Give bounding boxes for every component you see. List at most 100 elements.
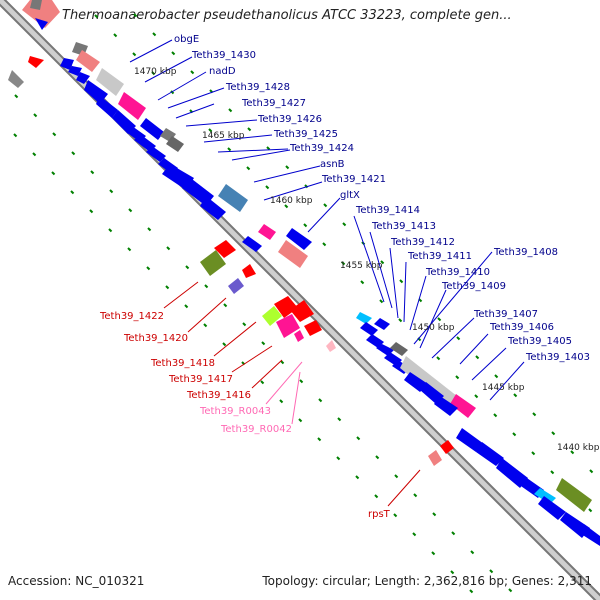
gene-glyph[interactable]: [60, 58, 74, 70]
gene-glyph[interactable]: [538, 496, 566, 520]
guide-dot: [437, 317, 442, 322]
guide-dot: [166, 246, 171, 251]
gene-glyph[interactable]: [476, 442, 504, 466]
gene-glyph[interactable]: [556, 478, 592, 512]
gene-glyph[interactable]: [76, 50, 100, 72]
gene-label[interactable]: Teth39_1426: [257, 114, 322, 125]
gene-glyph[interactable]: [304, 320, 322, 336]
guide-dot: [474, 394, 479, 399]
guide-dot: [204, 284, 209, 289]
gene-glyph[interactable]: [166, 136, 184, 152]
guide-dot: [165, 285, 170, 290]
gene-glyph[interactable]: [242, 264, 256, 278]
guide-dot: [127, 247, 132, 252]
gene-label[interactable]: Teth39_1403: [525, 352, 590, 363]
gene-glyph[interactable]: [456, 428, 484, 452]
gene-glyph[interactable]: [8, 70, 24, 88]
guide-dot: [412, 532, 417, 537]
gene-label[interactable]: Teth39_1428: [225, 82, 290, 93]
gene-glyph[interactable]: [200, 196, 226, 220]
guide-dot: [242, 322, 247, 327]
gene-glyph[interactable]: [326, 340, 336, 352]
guide-dot: [190, 70, 195, 75]
gene-glyph[interactable]: [146, 146, 166, 162]
gene-glyph[interactable]: [276, 314, 300, 338]
gene-label[interactable]: Teth39_1422: [99, 311, 164, 322]
gene-label[interactable]: Teth39_1410: [425, 267, 490, 278]
guide-dot: [475, 355, 480, 360]
gene-glyph[interactable]: [450, 394, 476, 418]
gene-label[interactable]: Teth39_1425: [273, 129, 338, 140]
gene-glyph[interactable]: [35, 18, 48, 30]
gene-label[interactable]: Teth39_1411: [407, 251, 472, 262]
guide-dot: [399, 279, 404, 284]
gene-label[interactable]: Teth39_1421: [321, 174, 386, 185]
guide-dot: [284, 204, 289, 209]
gene-label[interactable]: Teth39_1405: [507, 336, 572, 347]
guide-dot: [185, 265, 190, 270]
gene-glyph[interactable]: [390, 342, 408, 356]
gene-glyph[interactable]: [274, 296, 298, 318]
gene-glyph[interactable]: [434, 396, 458, 416]
gene-glyph[interactable]: [218, 184, 248, 212]
gene-glyph[interactable]: [96, 68, 124, 96]
gene-label[interactable]: Teth39_1408: [493, 247, 558, 258]
gene-glyph[interactable]: [214, 240, 236, 258]
gene-label[interactable]: Teth39_1413: [371, 221, 436, 232]
gene-glyph[interactable]: [28, 56, 44, 68]
guide-dot: [70, 190, 75, 195]
gene-glyph[interactable]: [242, 236, 262, 252]
gene-glyph[interactable]: [400, 356, 462, 412]
gene-glyph[interactable]: [366, 334, 384, 348]
gene-label[interactable]: Teth39_1424: [289, 143, 354, 154]
gene-glyph[interactable]: [96, 96, 118, 118]
gene-label[interactable]: Teth39_1412: [390, 237, 455, 248]
guide-dot: [317, 437, 322, 442]
gene-glyph[interactable]: [428, 450, 442, 466]
gene-glyph[interactable]: [374, 318, 390, 330]
gene-glyph[interactable]: [360, 322, 378, 336]
gene-glyph[interactable]: [496, 458, 528, 488]
gene-label[interactable]: Teth39_1414: [355, 205, 420, 216]
gene-label[interactable]: obgE: [174, 34, 199, 45]
gene-glyph[interactable]: [534, 488, 556, 504]
gene-glyph[interactable]: [228, 278, 244, 294]
gene-label[interactable]: Teth39_1420: [123, 333, 188, 344]
gene-glyph[interactable]: [68, 66, 82, 76]
gene-label[interactable]: Teth39_1418: [150, 358, 215, 369]
gene-glyph[interactable]: [440, 440, 454, 454]
gene-glyph[interactable]: [294, 330, 304, 342]
gene-glyph[interactable]: [404, 372, 428, 392]
guide-dot: [303, 223, 308, 228]
gene-label[interactable]: rpsT: [368, 509, 391, 520]
gene-label[interactable]: Teth39_1430: [191, 50, 256, 61]
gene-label[interactable]: nadD: [209, 66, 236, 77]
gene-label[interactable]: Teth39_R0043: [199, 406, 271, 417]
gene-label[interactable]: asnB: [320, 159, 345, 170]
guide-dot: [489, 569, 494, 574]
gene-glyph[interactable]: [290, 300, 314, 322]
gene-label[interactable]: Teth39_1417: [168, 374, 233, 385]
gene-glyph[interactable]: [118, 92, 146, 120]
gene-label[interactable]: Teth39_1407: [473, 309, 538, 320]
gene-glyph[interactable]: [420, 382, 444, 404]
gene-label[interactable]: Teth39_R0042: [220, 424, 292, 435]
guide-dot: [32, 152, 37, 157]
gene-label[interactable]: Teth39_1409: [441, 281, 506, 292]
gene-label[interactable]: Teth39_1416: [186, 390, 251, 401]
gene-label[interactable]: Teth39_1427: [241, 98, 306, 109]
gene-glyph[interactable]: [578, 524, 600, 546]
gene-glyph[interactable]: [286, 228, 312, 250]
gene-glyph[interactable]: [278, 240, 308, 268]
gene-label[interactable]: Teth39_1406: [489, 322, 554, 333]
guide-dot: [493, 413, 498, 418]
gene-glyph[interactable]: [258, 224, 276, 240]
gene-glyph[interactable]: [200, 250, 226, 276]
gene-glyph[interactable]: [140, 118, 164, 140]
guide-dot: [133, 13, 138, 18]
gene-glyph[interactable]: [262, 306, 282, 326]
gene-label[interactable]: gltX: [340, 190, 360, 201]
gene-glyph[interactable]: [76, 72, 90, 84]
gene-glyph[interactable]: [30, 0, 42, 10]
gene-glyph[interactable]: [356, 312, 372, 324]
